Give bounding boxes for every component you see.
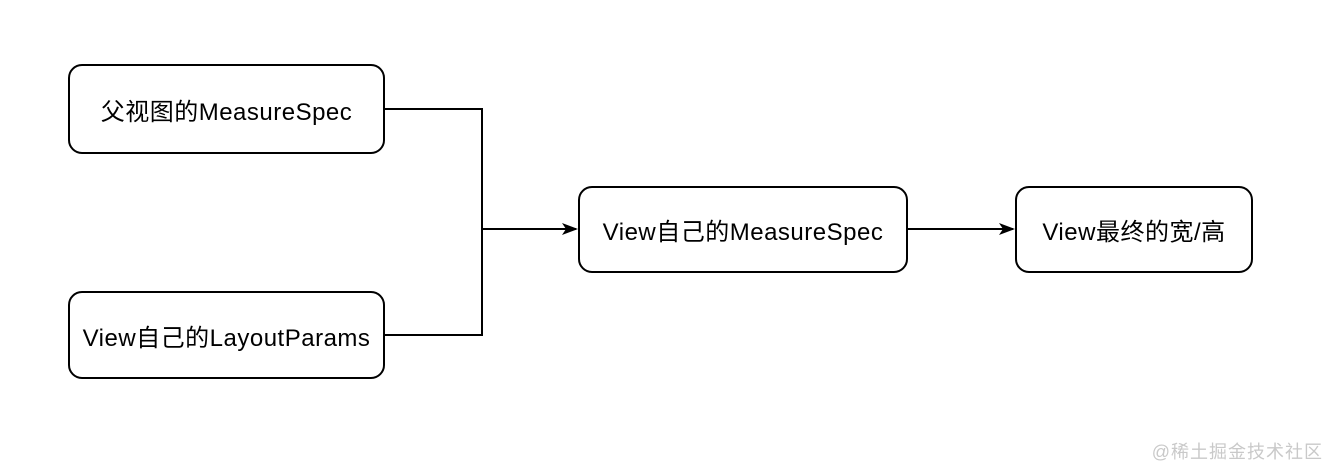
node-parent-measurespec: 父视图的MeasureSpec <box>68 64 385 154</box>
node-view-measurespec: View自己的MeasureSpec <box>578 186 908 273</box>
watermark: @稀土掘金技术社区 <box>1151 442 1323 462</box>
node-view-layoutparams-label: View自己的LayoutParams <box>82 324 371 352</box>
node-view-final-size-label: View最终的宽/高 <box>1042 219 1226 246</box>
node-parent-measurespec-label: 父视图的MeasureSpec <box>100 98 353 126</box>
node-view-measurespec-label: View自己的MeasureSpec <box>602 219 884 246</box>
node-view-final-size: View最终的宽/高 <box>1015 186 1253 273</box>
node-view-layoutparams: View自己的LayoutParams <box>68 291 385 379</box>
